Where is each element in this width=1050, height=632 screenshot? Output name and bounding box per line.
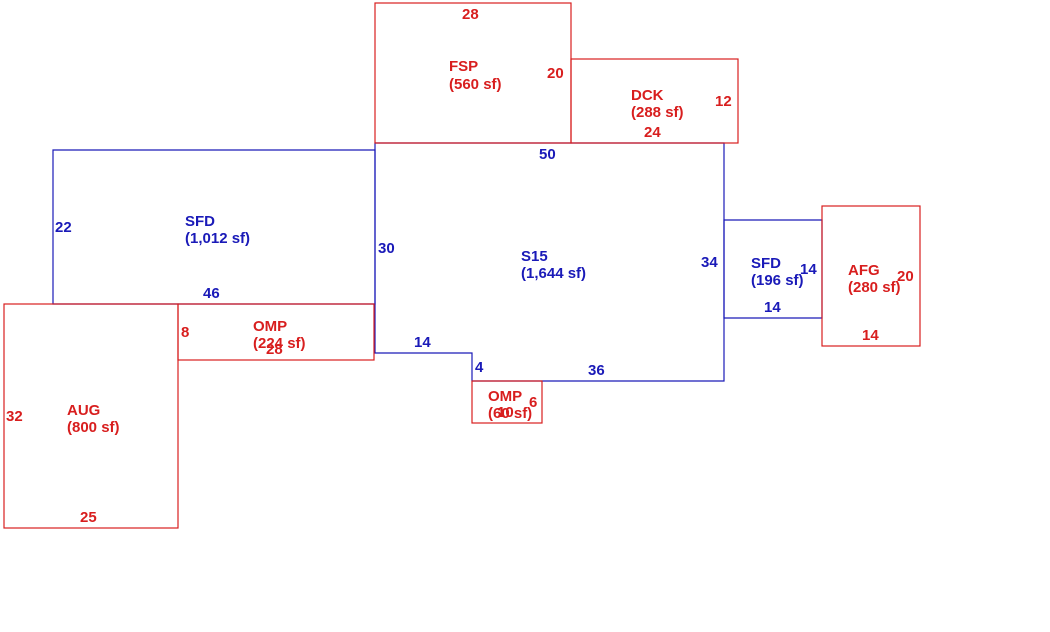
- sfd-left-dim-bottom: 46: [203, 285, 220, 302]
- sfd-left-area: (1,012 sf): [185, 230, 250, 247]
- aug-dim-bottom: 25: [80, 509, 97, 526]
- sfd-right-dim-right: 14: [800, 261, 817, 278]
- sfd-right-dim-bottom: 14: [764, 299, 781, 316]
- aug-area: (800 sf): [67, 419, 120, 436]
- afg-area: (280 sf): [848, 279, 901, 296]
- aug-code: AUG: [67, 402, 100, 419]
- s15-code: S15: [521, 248, 548, 265]
- dck-dim-bottom: 24: [644, 124, 661, 141]
- aug-outline: [3, 303, 179, 529]
- dck-code: DCK: [631, 87, 664, 104]
- omp-small-area: (60 sf): [488, 405, 532, 422]
- dck-area: (288 sf): [631, 104, 684, 121]
- afg-dim-bottom: 14: [862, 327, 879, 344]
- omp-small-dim-bottom: 10: [497, 404, 514, 421]
- sfd-left-dim-left: 22: [55, 219, 72, 236]
- s15-area: (1,644 sf): [521, 265, 586, 282]
- s15-dim-jog: 4: [475, 359, 484, 376]
- fsp-area: (560 sf): [449, 76, 502, 93]
- fsp-dim-right: 20: [547, 65, 564, 82]
- afg-dim-right: 20: [897, 268, 914, 285]
- afg-code: AFG: [848, 262, 880, 279]
- omp-left-dim-left: 8: [181, 324, 189, 341]
- dck-dim-right: 12: [715, 93, 732, 110]
- sfd-left-code: SFD: [185, 213, 215, 230]
- omp-left-area: (224 sf): [253, 335, 306, 352]
- omp-small-code: OMP: [488, 388, 522, 405]
- dck-outline: [570, 58, 739, 144]
- omp-small-dim-right: 6: [529, 394, 537, 411]
- omp-small-outline: [471, 380, 543, 424]
- s15-dim-right: 34: [701, 254, 718, 271]
- fsp-dim-top: 28: [462, 6, 479, 23]
- s15-dim-top: 50: [539, 146, 556, 163]
- omp-left-code: OMP: [253, 318, 287, 335]
- s15-dim-bottom: 36: [588, 362, 605, 379]
- afg-outline: [821, 205, 921, 347]
- s15-dim-step: 14: [414, 334, 431, 351]
- sfd-right-area: (196 sf): [751, 272, 804, 289]
- fsp-code: FSP: [449, 58, 478, 75]
- aug-dim-left: 32: [6, 408, 23, 425]
- s15-dim-left: 30: [378, 240, 395, 257]
- sfd-right-code: SFD: [751, 255, 781, 272]
- omp-left-dim-bottom: 28: [266, 341, 283, 358]
